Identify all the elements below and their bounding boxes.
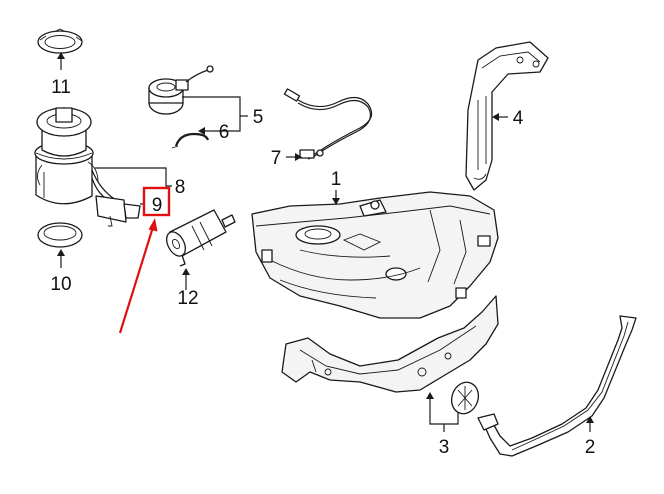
highlight-callout-9	[118, 186, 171, 334]
red-pointer-arrowhead	[148, 218, 158, 232]
fuel-cap-part	[148, 65, 214, 115]
callout-2: 2	[585, 437, 596, 458]
callout-5: 5	[253, 107, 264, 128]
drain-plug-part	[450, 381, 480, 415]
pump-seal-part	[37, 222, 83, 248]
heat-shield-part	[281, 295, 499, 393]
filler-bracket-part	[465, 41, 549, 191]
tank-strap-part	[477, 315, 637, 457]
lock-ring-part	[37, 28, 83, 54]
callout-3: 3	[439, 437, 450, 458]
callout-6: 6	[219, 122, 230, 143]
callout-11: 11	[51, 77, 71, 98]
callout-12: 12	[177, 288, 198, 309]
callout-8: 8	[175, 177, 186, 198]
fuel-tank-part	[251, 191, 499, 319]
fuel-filter-part	[166, 209, 236, 267]
highlight-box	[142, 186, 171, 217]
o-ring-part	[171, 132, 210, 149]
callout-1: 1	[331, 169, 342, 190]
callout-7: 7	[271, 148, 282, 169]
fuel-pump-module-part	[34, 107, 141, 227]
callout-4: 4	[513, 108, 524, 129]
red-pointer-line	[118, 226, 155, 334]
wire-harness-part	[283, 88, 373, 160]
callout-labels: 11 10 5 6 7 4 1 8 9 12 3 2	[50, 77, 595, 458]
callout-9: 9	[152, 195, 163, 216]
callout-10: 10	[50, 274, 71, 295]
leader-lines	[57, 52, 594, 432]
